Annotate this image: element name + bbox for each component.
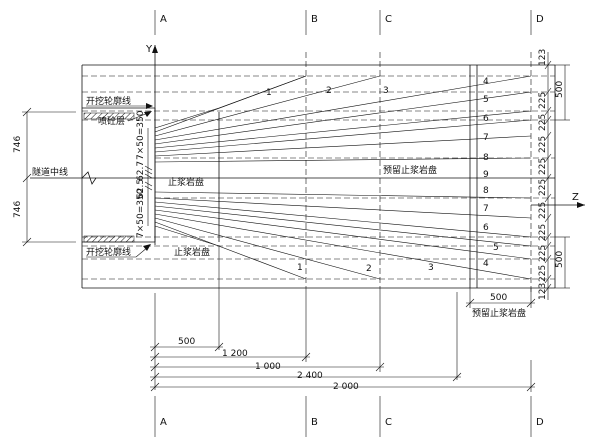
label-excavation-line-bottom: 开挖轮廓线 [86, 246, 131, 258]
hole-number-3-upper: 3 [383, 86, 389, 96]
axis-letter-b-top: B [311, 14, 318, 25]
hole-number-6-upper: 6 [483, 114, 489, 124]
label-grout-stop-wall-lower: 止浆岩盘 [174, 246, 210, 258]
hole-number-2-upper: 2 [326, 86, 332, 96]
hole-number-4-lower: 4 [483, 259, 489, 269]
y-axis-label: Y [145, 44, 153, 55]
dim-right-225-1: 225 [538, 92, 548, 109]
dim-right-225-8: 225 [538, 245, 548, 262]
dim-bottom-1000: 1 000 [255, 362, 281, 372]
dim-right-225-5: 225 [538, 179, 548, 196]
dim-right-225-2: 225 [538, 114, 548, 131]
hole-number-7-upper: 7 [483, 133, 489, 143]
hole-number-4-upper: 4 [483, 77, 489, 87]
axis-letter-d-top: D [536, 14, 544, 25]
dim-bottom-1200: 1 200 [222, 349, 248, 359]
axis-letter-b-bottom: B [311, 417, 318, 428]
dim-right-225-7: 225 [538, 224, 548, 241]
label-reserved-wall-dim: 预留止浆岩盘 [472, 307, 526, 319]
dim-bottom-500-right: 500 [490, 293, 507, 303]
dim-spacing-upper: 7×50=350 [136, 110, 146, 160]
left-dimensions [22, 107, 76, 247]
axis-letter-c-top: C [385, 14, 392, 25]
face-ticks [144, 165, 153, 191]
dim-spacing-mid: 62.7 [136, 161, 146, 181]
hole-number-1-lower: 1 [297, 263, 303, 273]
hole-number-3-lower: 3 [428, 263, 434, 273]
dim-bottom-2000: 2 000 [333, 382, 359, 392]
dim-bottom-2400: 2 400 [297, 371, 323, 381]
hole-number-5-lower: 5 [493, 243, 499, 253]
hole-number-8-lower: 8 [483, 186, 489, 196]
label-grout-stop-wall-upper: 止浆岩盘 [168, 176, 204, 188]
hole-number-9: 9 [483, 170, 489, 180]
label-excavation-line-top: 开挖轮廓线 [86, 95, 131, 107]
dim-right-225-6: 225 [538, 202, 548, 219]
axis-letter-c-bottom: C [385, 417, 392, 428]
hole-number-2-lower: 2 [366, 264, 372, 274]
borehole-fan-upper [154, 75, 532, 163]
dim-right-500-top: 500 [555, 81, 565, 98]
label-tunnel-centerline: 隧道中线 [32, 166, 68, 178]
dim-left-bottom: 746 [13, 201, 23, 218]
dim-right-225-3: 225 [538, 136, 548, 153]
reserved-wall-dimension [465, 288, 536, 308]
hole-number-6-lower: 6 [483, 223, 489, 233]
axis-letter-d-bottom: D [536, 417, 544, 428]
dim-right-225-4: 225 [538, 158, 548, 175]
dim-right-500-bottom: 500 [555, 251, 565, 268]
borehole-fan-lower [154, 191, 532, 280]
dim-left-top: 746 [13, 136, 23, 153]
right-dimensions [544, 52, 570, 300]
dashed-level-lines [82, 75, 555, 280]
dim-right-225-9: 225 [538, 265, 548, 282]
axis-letter-a-top: A [160, 14, 167, 25]
hole-number-1-upper: 1 [266, 88, 272, 98]
bottom-dimensions [150, 245, 536, 392]
dim-right-123-bottom: 123 [538, 283, 548, 300]
dim-spacing-lower: 7×50=350 [136, 188, 146, 238]
dim-spacing-mid2: 62.5 [136, 179, 146, 199]
hole-number-5-upper: 5 [483, 95, 489, 105]
dim-right-123-top: 123 [538, 49, 548, 66]
label-reserved-grout-wall: 预留止浆岩盘 [383, 164, 437, 176]
z-axis-label: Z [572, 192, 579, 203]
hole-number-8-upper: 8 [483, 153, 489, 163]
label-spray-layer: 喷砼层 [98, 115, 125, 127]
axis-letter-a-bottom: A [160, 417, 167, 428]
hole-number-7-lower: 7 [483, 204, 489, 214]
dim-bottom-500: 500 [178, 337, 195, 347]
